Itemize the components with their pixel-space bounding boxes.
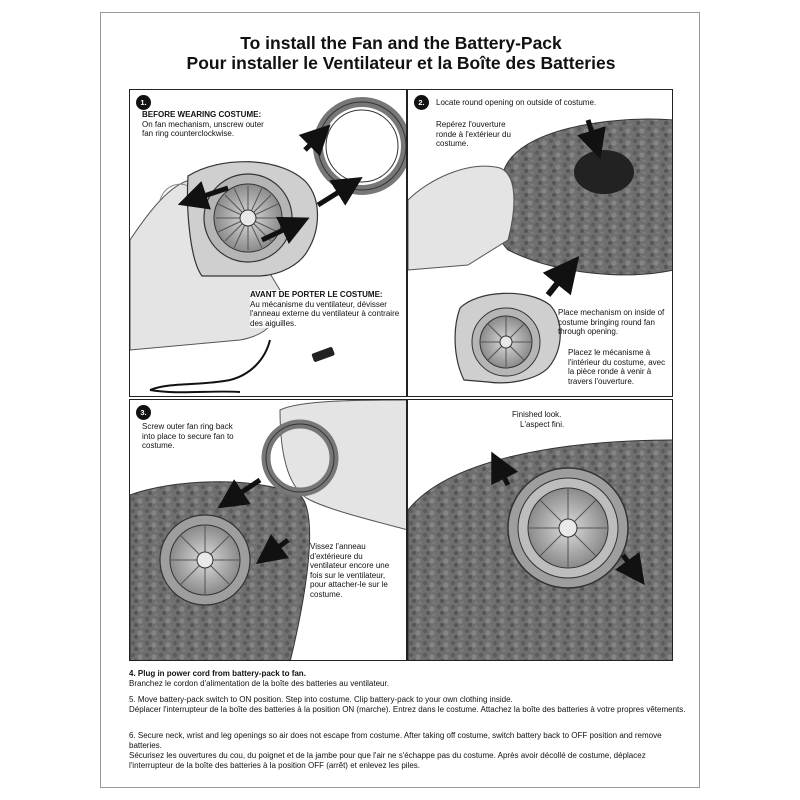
step-3-panel: 3. Screw outer fan ring back into place … xyxy=(129,399,407,661)
finished-look-french: L'aspect fini. xyxy=(520,420,640,430)
step-2-french-top: Repérez l'ouverture ronde à l'extérieur … xyxy=(436,120,521,149)
step-4-finished-panel: Finished look. L'aspect fini. xyxy=(407,399,673,661)
step-1-panel: 1. BEFORE WEARING COSTUME: On fan mechan… xyxy=(129,89,407,397)
instruction-sheet: To install the Fan and the Battery-Pack … xyxy=(100,12,700,788)
step-2-panel: 2. Locate round opening on outside of co… xyxy=(407,89,673,397)
step-1-english-heading: BEFORE WEARING COSTUME: xyxy=(142,110,277,120)
step-3-english-text: Screw outer fan ring back into place to … xyxy=(142,422,237,451)
step-5-instruction: 5. Move battery-pack switch to ON positi… xyxy=(129,695,689,715)
step-1-english-body: On fan mechanism, unscrew outer fan ring… xyxy=(142,120,264,139)
step-2-french-place: Placez le mécanisme à l'intérieur du cos… xyxy=(568,348,672,386)
step-5-english: 5. Move battery-pack switch to ON positi… xyxy=(129,695,689,705)
step-number-badge: 2. xyxy=(414,95,429,110)
finished-look-english: Finished look. xyxy=(512,410,632,420)
step-4-english: 4. Plug in power cord from battery-pack … xyxy=(129,669,689,679)
step-1-french-text: AVANT DE PORTER LE COSTUME: Au mécanisme… xyxy=(250,290,400,328)
step-1-english-text: BEFORE WEARING COSTUME: On fan mechanism… xyxy=(142,110,277,139)
finished-look-illustration xyxy=(408,400,673,661)
step-6-english: 6. Secure neck, wrist and leg openings s… xyxy=(129,731,689,751)
step-1-french-heading: AVANT DE PORTER LE COSTUME: xyxy=(250,290,400,300)
step-2-english-place: Place mechanism on inside of costume bri… xyxy=(558,308,668,337)
step-4-instruction: 4. Plug in power cord from battery-pack … xyxy=(129,669,689,689)
title-french: Pour installer le Ventilateur et la Boît… xyxy=(101,53,701,73)
step-6-instruction: 6. Secure neck, wrist and leg openings s… xyxy=(129,731,689,771)
step-3-french-text: Vissez l'anneau d'extérieure du ventilat… xyxy=(310,542,400,600)
step-2-english-top: Locate round opening on outside of costu… xyxy=(436,98,666,108)
step-number-badge: 1. xyxy=(136,95,151,110)
step-4-french: Branchez le cordon d'alimentation de la … xyxy=(129,679,689,689)
step-1-french-body: Au mécanisme du ventilateur, dévisser l'… xyxy=(250,300,399,328)
page-title: To install the Fan and the Battery-Pack … xyxy=(101,33,701,73)
step-number-badge: 3. xyxy=(136,405,151,420)
step-6-french: Sécurisez les ouvertures du cou, du poig… xyxy=(129,751,689,771)
title-english: To install the Fan and the Battery-Pack xyxy=(101,33,701,53)
step-5-french: Déplacer l'interrupteur de la boîte des … xyxy=(129,705,689,715)
